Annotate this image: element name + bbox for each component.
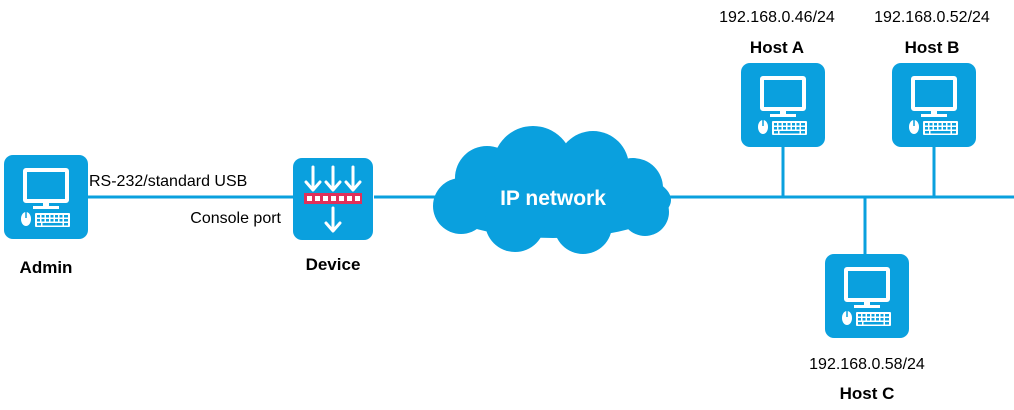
console-port-label: Console port — [190, 210, 281, 227]
admin-node: Admin — [2, 153, 90, 277]
admin-label: Admin — [20, 258, 73, 277]
host-c-label: Host C — [840, 384, 895, 403]
host-b-label: Host B — [905, 38, 960, 57]
ip-network-node: IP network — [433, 126, 671, 254]
host-b-node: 192.168.0.52/24 Host B — [874, 9, 990, 149]
cloud-icon — [433, 126, 671, 254]
host-c-node: 192.168.0.58/24 Host C — [809, 252, 925, 403]
device-label: Device — [306, 255, 361, 274]
host-a-label: Host A — [750, 38, 804, 57]
computer-icon — [739, 61, 827, 149]
host-a-node: 192.168.0.46/24 Host A — [719, 9, 835, 149]
computer-icon — [890, 61, 978, 149]
cloud-label: IP network — [500, 187, 606, 210]
computer-icon — [823, 252, 911, 340]
host-b-ip: 192.168.0.52/24 — [874, 9, 990, 26]
host-a-ip: 192.168.0.46/24 — [719, 9, 835, 26]
switch-device-icon — [293, 158, 373, 240]
console-cable-label: RS-232/standard USB — [89, 173, 247, 190]
host-c-ip: 192.168.0.58/24 — [809, 356, 925, 373]
device-node: Device — [293, 158, 373, 274]
computer-icon — [2, 153, 90, 241]
connections — [87, 147, 1014, 254]
